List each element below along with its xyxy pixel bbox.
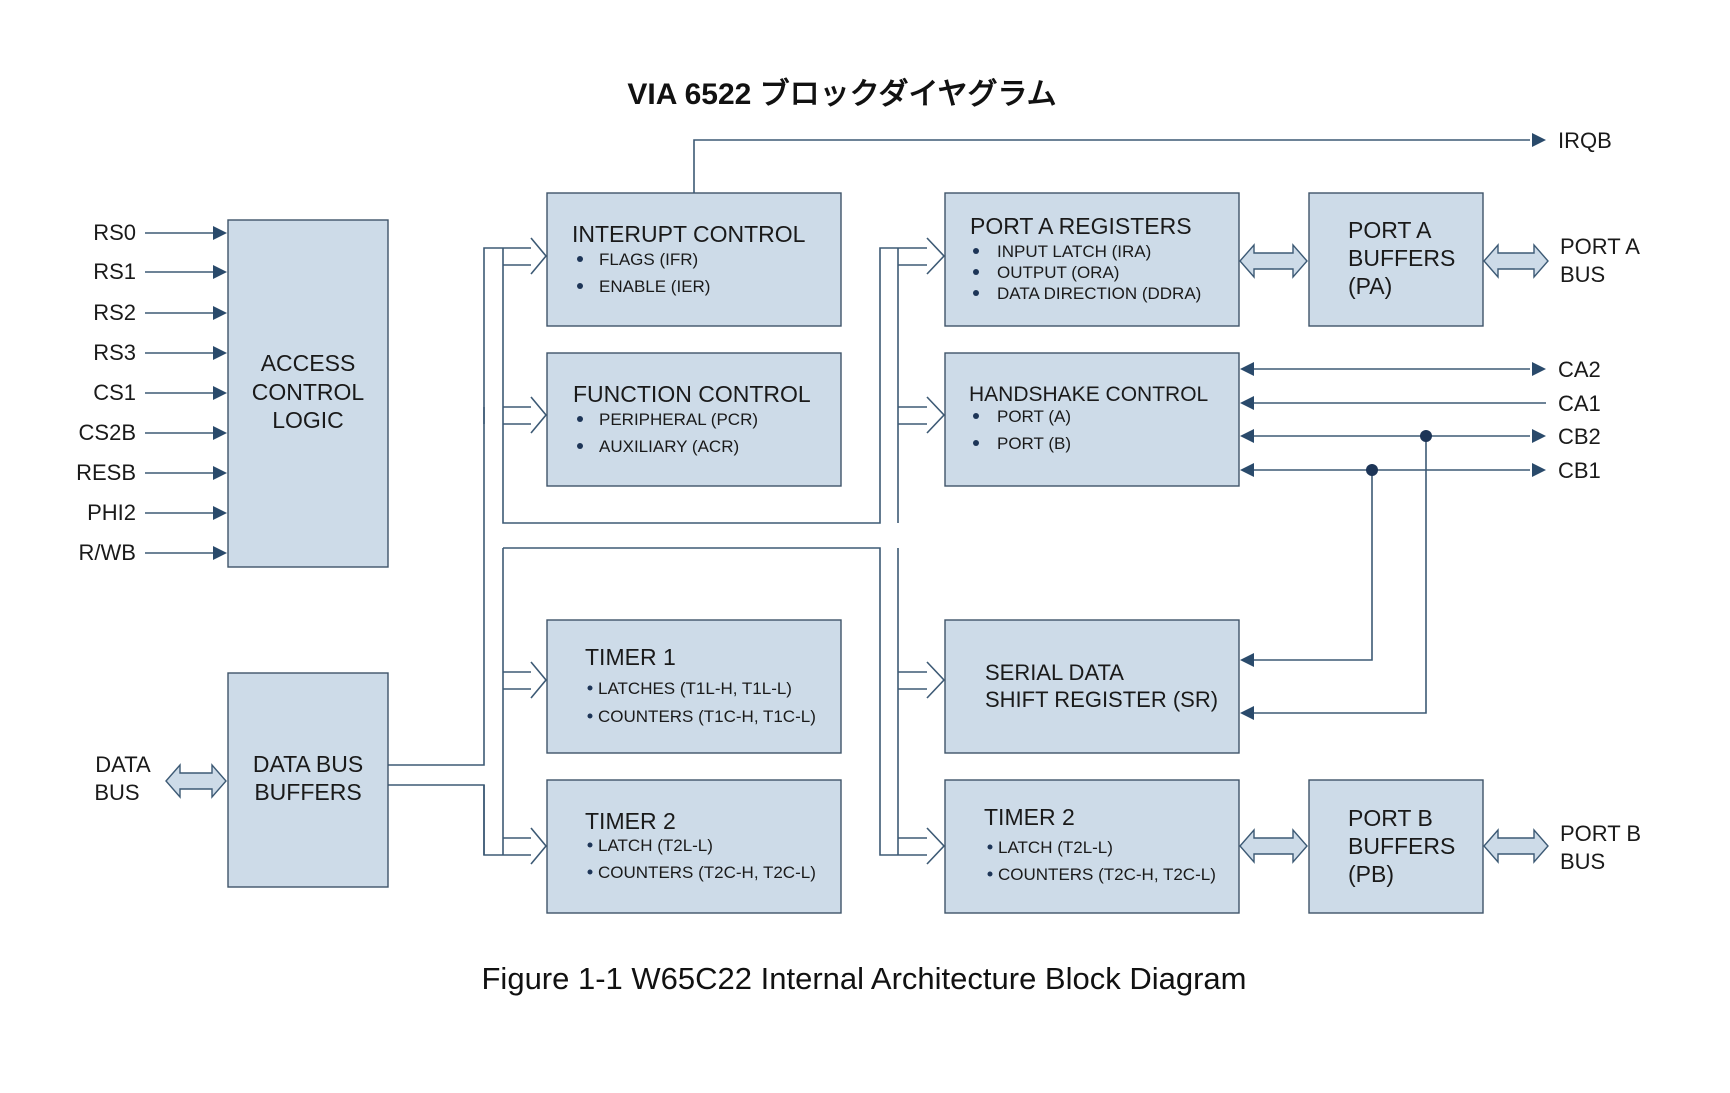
cb1-junction — [1366, 464, 1378, 476]
port-b-buffers-line-1: PORT B — [1348, 805, 1433, 831]
ca2-label: CA2 — [1558, 357, 1601, 382]
data-bus-label-line-1: DATA — [95, 752, 151, 777]
port-a-bus-label-line-1: PORT A — [1560, 234, 1640, 259]
input-label-rs2: RS2 — [93, 300, 136, 325]
input-label-rs1: RS1 — [93, 259, 136, 284]
handshake-control-item-port-b: PORT (B) — [997, 434, 1071, 453]
access-control-line-1: ACCESS — [261, 350, 356, 376]
input-label-cs1: CS1 — [93, 380, 136, 405]
irqb-label: IRQB — [1558, 128, 1612, 153]
input-line-rwb — [145, 546, 227, 560]
serial-data-block: SERIAL DATA SHIFT REGISTER (SR) — [944, 619, 1240, 754]
port-b-buffers-block: PORT B BUFFERS (PB) — [1308, 779, 1484, 914]
data-bus-buffers-block: DATA BUS BUFFERS — [227, 672, 389, 888]
input-label-resb: RESB — [76, 460, 136, 485]
data-bus-buffers-line-2: BUFFERS — [254, 779, 361, 805]
access-control-line-2: CONTROL — [252, 379, 365, 405]
port-a-buffers-line-3: (PA) — [1348, 273, 1392, 299]
input-label-rs0: RS0 — [93, 220, 136, 245]
input-label-cs2b: CS2B — [79, 420, 136, 445]
cb2-junction — [1420, 430, 1432, 442]
figure-caption: Figure 1-1 W65C22 Internal Architecture … — [482, 961, 1247, 996]
port-a-registers-item-data-direction: DATA DIRECTION (DDRA) — [997, 284, 1201, 303]
function-control-item-peripheral: PERIPHERAL (PCR) — [599, 410, 758, 429]
access-control-line-3: LOGIC — [272, 407, 344, 433]
timer2-right-block: TIMER 2 LATCH (T2L-L) COUNTERS (T2C-H, T… — [944, 779, 1240, 914]
timer2-left-item-counters: COUNTERS (T2C-H, T2C-L) — [598, 863, 816, 882]
timer1-item-counters: COUNTERS (T1C-H, T1C-L) — [598, 707, 816, 726]
port-b-buffers-line-2: BUFFERS — [1348, 833, 1455, 859]
diagram-title: VIA 6522 ブロックダイヤグラム — [627, 77, 1056, 111]
timer2-left-title: TIMER 2 — [585, 808, 676, 834]
input-line-rs2 — [145, 306, 227, 320]
port-b-bus-label-line-1: PORT B — [1560, 821, 1641, 846]
input-line-cs1 — [145, 386, 227, 400]
port-a-bus-arrow — [1483, 243, 1549, 279]
ca1-label: CA1 — [1558, 391, 1601, 416]
data-bus-buffers-line-1: DATA BUS — [253, 751, 363, 777]
data-bus-label-line-2: BUS — [94, 780, 139, 805]
interrupt-control-title: INTERUPT CONTROL — [572, 221, 806, 247]
handshake-control-item-port-a: PORT (A) — [997, 407, 1071, 426]
port-b-link-arrow — [1239, 828, 1308, 864]
timer2-right-item-latch: LATCH (T2L-L) — [998, 838, 1113, 857]
timer2-right-item-counters: COUNTERS (T2C-H, T2C-L) — [998, 865, 1216, 884]
port-a-registers-title: PORT A REGISTERS — [970, 213, 1192, 239]
interrupt-control-item-flags: FLAGS (IFR) — [599, 250, 698, 269]
serial-data-line-1: SERIAL DATA — [985, 660, 1124, 685]
timer2-right-title: TIMER 2 — [984, 804, 1075, 830]
port-a-buffers-line-2: BUFFERS — [1348, 245, 1455, 271]
input-label-phi2: PHI2 — [87, 500, 136, 525]
function-control-item-auxiliary: AUXILIARY (ACR) — [599, 437, 739, 456]
handshake-control-title: HANDSHAKE CONTROL — [969, 383, 1208, 406]
ca2-line — [1240, 362, 1546, 376]
handshake-signal-lines — [1240, 362, 1546, 720]
cb1-line — [1240, 463, 1546, 477]
timer1-title: TIMER 1 — [585, 644, 676, 670]
port-b-bus-label-line-2: BUS — [1560, 849, 1605, 874]
ca1-line — [1240, 396, 1546, 410]
timer1-item-latches: LATCHES (T1L-H, T1L-L) — [598, 679, 792, 698]
interrupt-control-item-enable: ENABLE (IER) — [599, 277, 710, 296]
cb1-label: CB1 — [1558, 458, 1601, 483]
input-line-resb — [145, 466, 227, 480]
handshake-control-block: HANDSHAKE CONTROL PORT (A) PORT (B) — [944, 352, 1240, 487]
input-line-rs0 — [145, 226, 227, 240]
port-a-link-arrow — [1239, 243, 1308, 279]
interrupt-control-block: INTERUPT CONTROL FLAGS (IFR) ENABLE (IER… — [546, 192, 842, 327]
function-control-title: FUNCTION CONTROL — [573, 381, 811, 407]
port-a-buffers-line-1: PORT A — [1348, 217, 1432, 243]
port-a-buffers-block: PORT A BUFFERS (PA) — [1308, 192, 1484, 327]
port-b-bus-arrow — [1483, 828, 1549, 864]
access-control-logic-block: ACCESS CONTROL LOGIC — [227, 219, 389, 568]
cb2-label: CB2 — [1558, 424, 1601, 449]
timer2-left-item-latch: LATCH (T2L-L) — [598, 836, 713, 855]
timer1-block: TIMER 1 LATCHES (T1L-H, T1L-L) COUNTERS … — [546, 619, 842, 754]
access-control-input-labels: RS0 RS1 RS2 RS3 CS1 CS2B RESB PHI2 R/WB — [76, 220, 136, 565]
irqb-line — [693, 133, 1546, 193]
port-a-registers-block: PORT A REGISTERS INPUT LATCH (IRA) OUTPU… — [944, 192, 1240, 327]
timer2-left-block: TIMER 2 LATCH (T2L-L) COUNTERS (T2C-H, T… — [546, 779, 842, 914]
access-control-inputs — [145, 226, 227, 560]
data-bus-arrow — [165, 763, 227, 799]
input-label-rwb: R/WB — [79, 540, 136, 565]
port-a-bus-label-line-2: BUS — [1560, 262, 1605, 287]
port-a-registers-item-input-latch: INPUT LATCH (IRA) — [997, 242, 1151, 261]
serial-data-line-2: SHIFT REGISTER (SR) — [985, 687, 1218, 712]
input-line-phi2 — [145, 506, 227, 520]
input-line-rs1 — [145, 265, 227, 279]
internal-bus — [388, 237, 946, 865]
cb2-line — [1240, 429, 1546, 443]
port-a-registers-item-output: OUTPUT (ORA) — [997, 263, 1119, 282]
port-b-buffers-line-3: (PB) — [1348, 861, 1394, 887]
function-control-block: FUNCTION CONTROL PERIPHERAL (PCR) AUXILI… — [546, 352, 842, 487]
input-line-cs2b — [145, 426, 227, 440]
input-line-rs3 — [145, 346, 227, 360]
input-label-rs3: RS3 — [93, 340, 136, 365]
